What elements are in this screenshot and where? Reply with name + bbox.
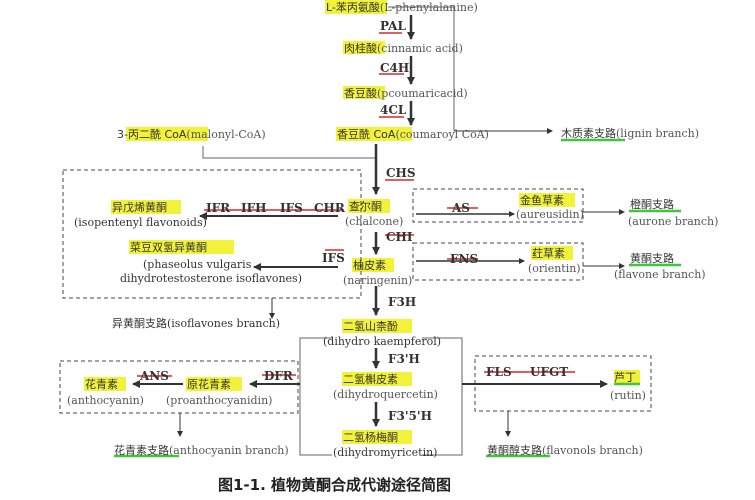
naringenin-cn: 柚皮素 xyxy=(353,258,386,272)
dhm-cn: 二氢杨梅酮 xyxy=(343,430,398,444)
anthocyanin-cn: 花青素 xyxy=(85,378,118,391)
enzyme-dfr: DFR xyxy=(264,369,294,383)
dhq-cn: 二氢槲皮素 xyxy=(343,372,398,386)
anthocyanin-box xyxy=(59,360,299,414)
enzyme-ifs: IFS xyxy=(280,201,303,215)
malonyl-label: 3-丙二酰 CoA(malonyl-CoA) xyxy=(117,127,266,141)
rutin-en: (rutin) xyxy=(610,389,646,402)
connectors xyxy=(202,6,463,456)
aurone-box xyxy=(412,188,584,223)
enzyme-chs: CHS xyxy=(386,166,416,180)
proantho-cn: 原花青素 xyxy=(187,378,231,391)
rutin-cn: 芦丁 xyxy=(614,371,636,384)
enzyme-pal: PAL xyxy=(380,19,406,33)
lignin-label: 木质素支路(lignin branch) xyxy=(561,127,699,140)
isopentenyl-en: (isopentenyl flavonoids) xyxy=(74,216,207,229)
dhk-cn: 二氢山柰酚 xyxy=(343,319,398,333)
arrows xyxy=(132,15,625,437)
flavone-en: (flavone branch) xyxy=(614,268,706,281)
flavone-cn: 黄酮支路 xyxy=(630,251,674,265)
enzyme-c4h: C4H xyxy=(380,61,409,75)
aurone-en: (aurone branch) xyxy=(628,215,718,228)
chalcone-en: (chalcone) xyxy=(345,215,403,228)
antho-branch-label: 花青素支路(anthocyanin branch) xyxy=(114,444,289,457)
enzyme-ufgt: UFGT xyxy=(530,365,568,379)
anthocyanin-en: (anthocyanin) xyxy=(67,394,144,407)
enzyme-ifr: IFR xyxy=(206,201,231,215)
isopentenyl-cn: 异戊烯黄酮 xyxy=(112,200,167,214)
dhk-en: (dihydro kaempferol) xyxy=(323,335,441,348)
enzyme-f3h: F3H xyxy=(388,295,416,309)
highlights xyxy=(84,0,640,444)
pcoumaric-label: 香豆酸(pcoumaricacid) xyxy=(344,86,468,100)
figure-caption: 图1-1. 植物黄酮合成代谢途径简图 xyxy=(218,476,451,494)
cinnamic-label: 肉桂酸(cinnamic acid) xyxy=(344,41,463,55)
enzyme-labels: PAL C4H 4CL CHS CHI F3H F3'H F3'5'H IFR … xyxy=(139,19,568,423)
isoflavone-box xyxy=(62,169,362,299)
phaseolus-en1: (phaseolus vulgaris xyxy=(143,258,252,271)
enzyme-strikes xyxy=(137,32,575,377)
enzyme-f35h: F3'5'H xyxy=(388,409,432,423)
enzyme-f3ph: F3'H xyxy=(388,352,420,366)
enzyme-chi: CHI xyxy=(386,230,413,244)
enzyme-ans: ANS xyxy=(139,369,169,383)
enzyme-fns: FNS xyxy=(450,252,478,266)
enzyme-chr: CHR xyxy=(314,201,346,215)
flavonols-label: 黄酮醇支路(flavonols branch) xyxy=(487,443,643,457)
phaseolus-cn: 菜豆双氢异黄酮 xyxy=(130,240,207,254)
orientin-en: (orientin) xyxy=(528,262,581,275)
flavone-box xyxy=(412,242,584,281)
phe-label: L-苯丙氨酸(L-phenylalanine) xyxy=(326,0,478,14)
enzyme-ifs2: IFS xyxy=(322,251,345,265)
green-underlines xyxy=(114,138,681,458)
enzyme-ifh: IFH xyxy=(241,201,266,215)
proantho-en: (proanthocyanidin) xyxy=(166,394,272,407)
aurone-cn: 橙酮支路 xyxy=(630,197,674,211)
dhm-en: (dihydromyricetin) xyxy=(333,446,437,459)
orientin-cn: 荭草素 xyxy=(532,247,565,260)
naringenin-en: (naringenin) xyxy=(343,274,412,287)
dhq-en: (dihydroquercetin) xyxy=(333,388,438,401)
coumaroyl-label: 香豆酰 CoA(coumaroyl CoA) xyxy=(337,127,489,141)
enzyme-4cl: 4CL xyxy=(380,103,407,117)
enzyme-fls: FLS xyxy=(486,365,512,379)
phaseolus-en2: dihydrotestosterone isoflavones) xyxy=(120,272,302,285)
enzyme-as: AS xyxy=(451,201,470,215)
chalcone-cn: 查尔酮 xyxy=(349,199,382,213)
compound-labels: L-苯丙氨酸(L-phenylalanine) 肉桂酸(cinnamic aci… xyxy=(67,0,718,459)
aureusidin-en: (aureusidin) xyxy=(516,208,584,221)
aureusidin-cn: 金鱼草素 xyxy=(520,193,564,207)
isoflavones-branch-label: 异黄酮支路(isoflavones branch) xyxy=(112,316,280,330)
